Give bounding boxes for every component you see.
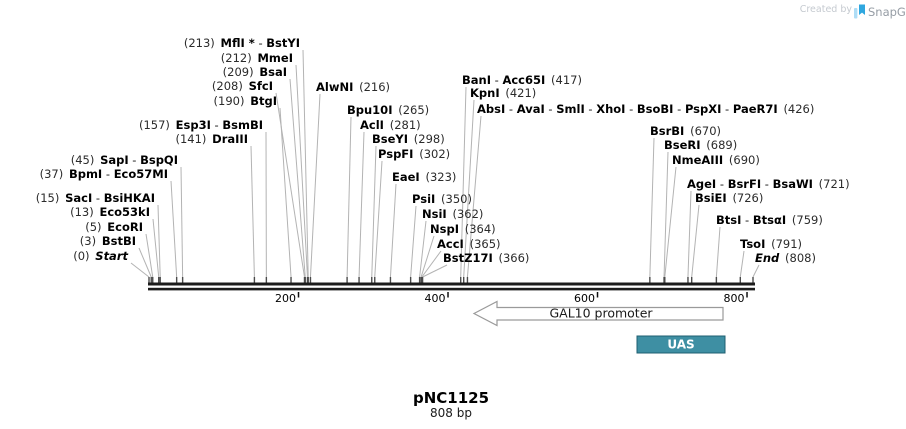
site-connector	[374, 160, 383, 278]
gal10-promoter-feature[interactable]: GAL10 promoter	[472, 300, 724, 327]
site-label[interactable]: Bpu10I (265)	[347, 103, 429, 117]
site-connector	[664, 166, 677, 278]
ruler-number: 600	[574, 292, 595, 305]
site-connector	[358, 131, 365, 278]
site-connector	[463, 99, 475, 278]
site-connector	[152, 218, 160, 278]
site-label[interactable]: TsoI (791)	[740, 237, 802, 251]
uas-feature[interactable]: UAS	[636, 335, 726, 354]
site-label[interactable]: AgeI - BsrFI - BsaWI (721)	[687, 177, 850, 191]
site-label[interactable]: (0) Start	[73, 249, 128, 263]
gal10-promoter-label: GAL10 promoter	[549, 306, 653, 321]
site-connector	[295, 64, 308, 278]
site-label[interactable]: (5) EcoRI	[85, 220, 143, 234]
uas-label: UAS	[667, 338, 694, 352]
site-label[interactable]: NspI (364)	[430, 222, 496, 236]
site-label[interactable]: (212) MmeI	[221, 51, 293, 65]
site-connector	[371, 145, 377, 278]
uas-box[interactable]	[636, 335, 726, 354]
site-connector	[279, 107, 292, 278]
sequence-line	[148, 282, 755, 291]
site-label[interactable]: KpnI (421)	[470, 86, 536, 100]
site-label[interactable]: (213) MflI * - BstYI	[184, 36, 300, 50]
created-by-label: Created by	[800, 4, 853, 15]
ruler-number: 400	[425, 292, 446, 305]
ruler-number: 200	[275, 292, 296, 305]
site-connector	[422, 264, 448, 278]
site-connector	[170, 180, 178, 278]
plasmid-length: 808 bp	[430, 406, 472, 420]
snapgene-brand-label: SnapGene	[868, 5, 906, 19]
site-connector	[302, 49, 309, 278]
site-label[interactable]: NsiI (362)	[422, 207, 483, 221]
site-connector	[691, 204, 700, 278]
site-connector	[649, 137, 655, 278]
site-connector	[663, 151, 669, 278]
site-label[interactable]: AclI (281)	[360, 118, 421, 132]
site-label[interactable]: (3) BstBI	[80, 234, 136, 248]
site-label[interactable]: AbsI - AvaI - SmlI - XhoI - BsoBI - PspX…	[477, 102, 814, 116]
site-connector	[687, 190, 692, 278]
site-label[interactable]: End (808)	[755, 251, 816, 265]
site-connector	[466, 115, 482, 278]
site-label[interactable]: (141) DraIII	[175, 132, 248, 146]
site-label[interactable]: BseRI (689)	[664, 138, 737, 152]
snapgene-logo-icon	[854, 4, 865, 19]
site-connector	[389, 183, 397, 278]
site-connector	[130, 262, 150, 278]
site-labels: (0) Start(3) BstBI(5) EcoRI(13) Eco53kI(…	[36, 36, 850, 265]
site-label[interactable]: BstZ17I (366)	[443, 251, 529, 265]
site-connector	[180, 166, 184, 278]
site-label[interactable]: (37) BpmI - Eco57MI	[40, 167, 168, 181]
site-label[interactable]: (208) SfcI	[212, 79, 273, 93]
site-connector	[157, 204, 161, 278]
site-label[interactable]: NmeAIII (690)	[672, 153, 760, 167]
site-label[interactable]: (13) Eco53kI	[70, 205, 150, 219]
site-connector	[460, 86, 467, 278]
site-label[interactable]: BsrBI (670)	[650, 124, 721, 138]
site-label[interactable]: AlwNI (216)	[316, 80, 390, 94]
sequence-ruler: 200 400 600 800	[275, 292, 748, 305]
site-connector	[138, 247, 152, 278]
site-connector	[309, 93, 321, 278]
site-label[interactable]: BsiEI (726)	[695, 191, 763, 205]
site-label[interactable]: PspFI (302)	[378, 147, 450, 161]
site-connector	[420, 235, 435, 278]
site-connector	[275, 92, 305, 278]
site-connector	[419, 220, 427, 278]
site-label[interactable]: (190) BtgI	[214, 94, 277, 108]
site-label[interactable]: PsiI (350)	[412, 192, 472, 206]
site-connector	[346, 116, 352, 278]
site-connector	[715, 226, 721, 278]
site-connector	[410, 205, 417, 278]
snapgene-branding: Created by SnapGene	[800, 4, 906, 19]
site-label[interactable]: (209) BsaI	[223, 65, 287, 79]
site-connector	[145, 233, 154, 278]
site-connector	[752, 264, 760, 278]
site-label[interactable]: (15) SacI - BsiHKAI	[36, 191, 155, 205]
site-label[interactable]: (157) Esp3I - BsmBI	[139, 118, 263, 132]
site-label[interactable]: EaeI (323)	[392, 170, 456, 184]
gal10-promoter-arrow[interactable]	[472, 300, 724, 327]
site-connector	[289, 78, 306, 278]
site-label[interactable]: BtsI - BtsαI (759)	[716, 213, 823, 227]
site-connector	[421, 250, 442, 278]
site-label[interactable]: AccI (365)	[437, 237, 501, 251]
ruler-number: 800	[724, 292, 745, 305]
site-connectors	[130, 49, 760, 285]
site-connector	[250, 145, 255, 278]
site-label[interactable]: BseYI (298)	[372, 132, 445, 146]
plasmid-title: pNC1125	[413, 389, 489, 407]
site-label[interactable]: (45) SapI - BspQI	[71, 153, 178, 167]
site-connector	[739, 250, 745, 278]
site-label[interactable]: BanI - Acc65I (417)	[462, 73, 582, 87]
